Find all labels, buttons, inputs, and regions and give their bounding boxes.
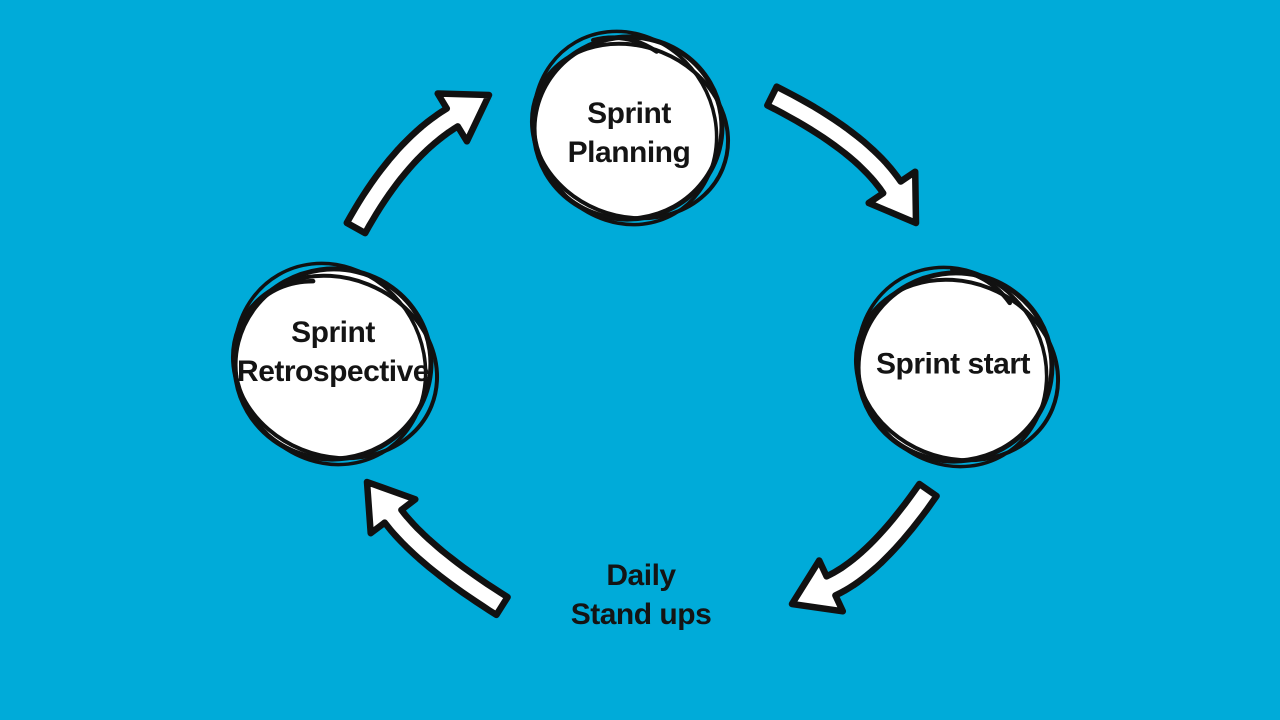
arrow-retro-to-planning-icon [343, 90, 493, 237]
arrow-daily-to-retro-icon [363, 478, 511, 619]
daily-stand-ups-label: Daily Stand ups [570, 559, 712, 631]
sprint-start-circle [853, 265, 1061, 469]
sprint-retrospective-circle [230, 261, 440, 467]
sprint-planning-circle [529, 29, 731, 227]
arrow-start-to-daily-icon [788, 480, 940, 615]
arrow-planning-to-start-icon [764, 83, 920, 227]
sprint-planning-label: Sprint Planning [567, 97, 691, 169]
sprint-retrospective-label: Sprint Retrospective [237, 316, 429, 388]
sprint-start-label: Sprint start [875, 347, 1031, 381]
